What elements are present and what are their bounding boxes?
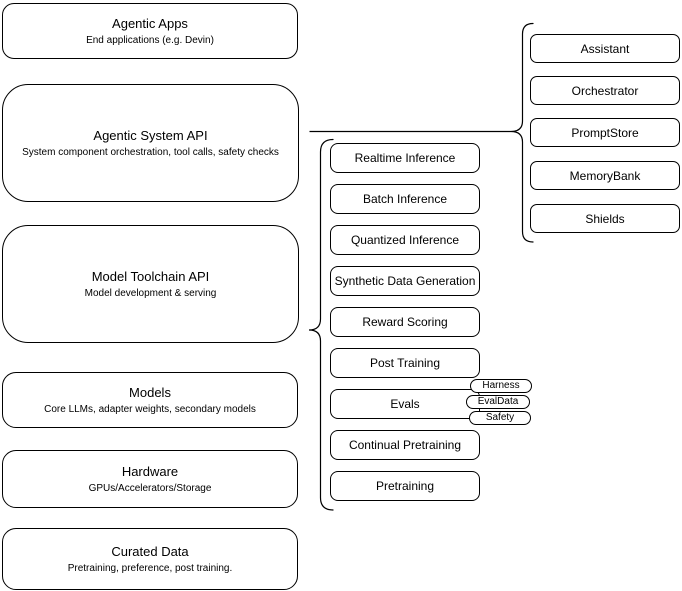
layer-subtitle: GPUs/Accelerators/Storage (88, 482, 212, 494)
layer-model-toolchain-api: Model Toolchain API Model development & … (2, 225, 299, 343)
layer-curated-data: Curated Data Pretraining, preference, po… (2, 528, 298, 590)
layer-subtitle: Pretraining, preference, post training. (67, 562, 233, 574)
layer-subtitle: Model development & serving (84, 287, 217, 299)
layer-title: Agentic Apps (112, 15, 188, 31)
node-reward-scoring: Reward Scoring (330, 307, 480, 337)
node-assistant: Assistant (530, 34, 680, 63)
node-orchestrator: Orchestrator (530, 76, 680, 105)
node-evals: Evals (330, 389, 480, 419)
tag-safety: Safety (469, 411, 531, 425)
node-quantized-inference: Quantized Inference (330, 225, 480, 255)
tag-evaldata: EvalData (466, 395, 530, 409)
node-pretraining: Pretraining (330, 471, 480, 501)
node-promptstore: PromptStore (530, 118, 680, 147)
layer-agentic-apps: Agentic Apps End applications (e.g. Devi… (2, 3, 298, 59)
tag-harness: Harness (470, 379, 532, 393)
layer-title: Hardware (121, 463, 179, 479)
node-batch-inference: Batch Inference (330, 184, 480, 214)
layer-title: Curated Data (111, 543, 189, 559)
layer-title: Agentic System API (93, 127, 208, 143)
layer-subtitle: End applications (e.g. Devin) (86, 34, 214, 46)
node-synthetic-data-generation: Synthetic Data Generation (330, 266, 480, 296)
layer-models: Models Core LLMs, adapter weights, secon… (2, 372, 298, 428)
layer-hardware: Hardware GPUs/Accelerators/Storage (2, 450, 298, 508)
node-post-training: Post Training (330, 348, 480, 378)
node-shields: Shields (530, 204, 680, 233)
layer-agentic-system-api: Agentic System API System component orch… (2, 84, 299, 202)
node-continual-pretraining: Continual Pretraining (330, 430, 480, 460)
node-memorybank: MemoryBank (530, 161, 680, 190)
layer-title: Models (129, 384, 171, 400)
layer-title: Model Toolchain API (91, 268, 210, 284)
layer-subtitle: Core LLMs, adapter weights, secondary mo… (44, 403, 256, 415)
layer-subtitle: System component orchestration, tool cal… (22, 146, 279, 158)
node-realtime-inference: Realtime Inference (330, 143, 480, 173)
